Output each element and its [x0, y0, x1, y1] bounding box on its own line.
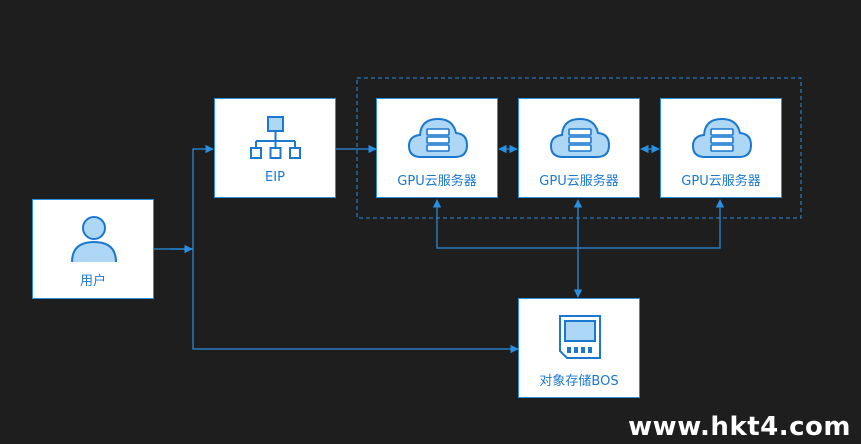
storage-disk-icon [559, 315, 601, 359]
cloud-server-icon [691, 117, 753, 158]
user-icon [71, 216, 117, 263]
gpu-server-label-1: GPU云服务器 [397, 174, 477, 189]
user-node[interactable]: 用户 [32, 199, 154, 299]
cloud-server-icon [407, 117, 469, 158]
watermark-text: www.hkt4.com [628, 412, 851, 442]
gpu-server-node-1[interactable]: GPU云服务器 [376, 98, 498, 198]
gpu-server-node-2[interactable]: GPU云服务器 [518, 98, 640, 198]
bos-storage-label: 对象存储BOS [539, 374, 619, 389]
cloud-server-icon [549, 117, 611, 158]
gpu-server-label-2: GPU云服务器 [539, 174, 619, 189]
edge-user-bos [192, 249, 519, 354]
gpu-server-node-3[interactable]: GPU云服务器 [660, 98, 782, 198]
gpu-server-label-3: GPU云服务器 [681, 174, 761, 189]
edge-user-eip [154, 144, 214, 250]
eip-label: EIP [265, 170, 285, 185]
user-label: 用户 [79, 274, 106, 289]
bos-storage-node[interactable]: 对象存储BOS [518, 298, 640, 398]
eip-node[interactable]: EIP [214, 98, 336, 198]
network-topology-icon [250, 116, 301, 159]
